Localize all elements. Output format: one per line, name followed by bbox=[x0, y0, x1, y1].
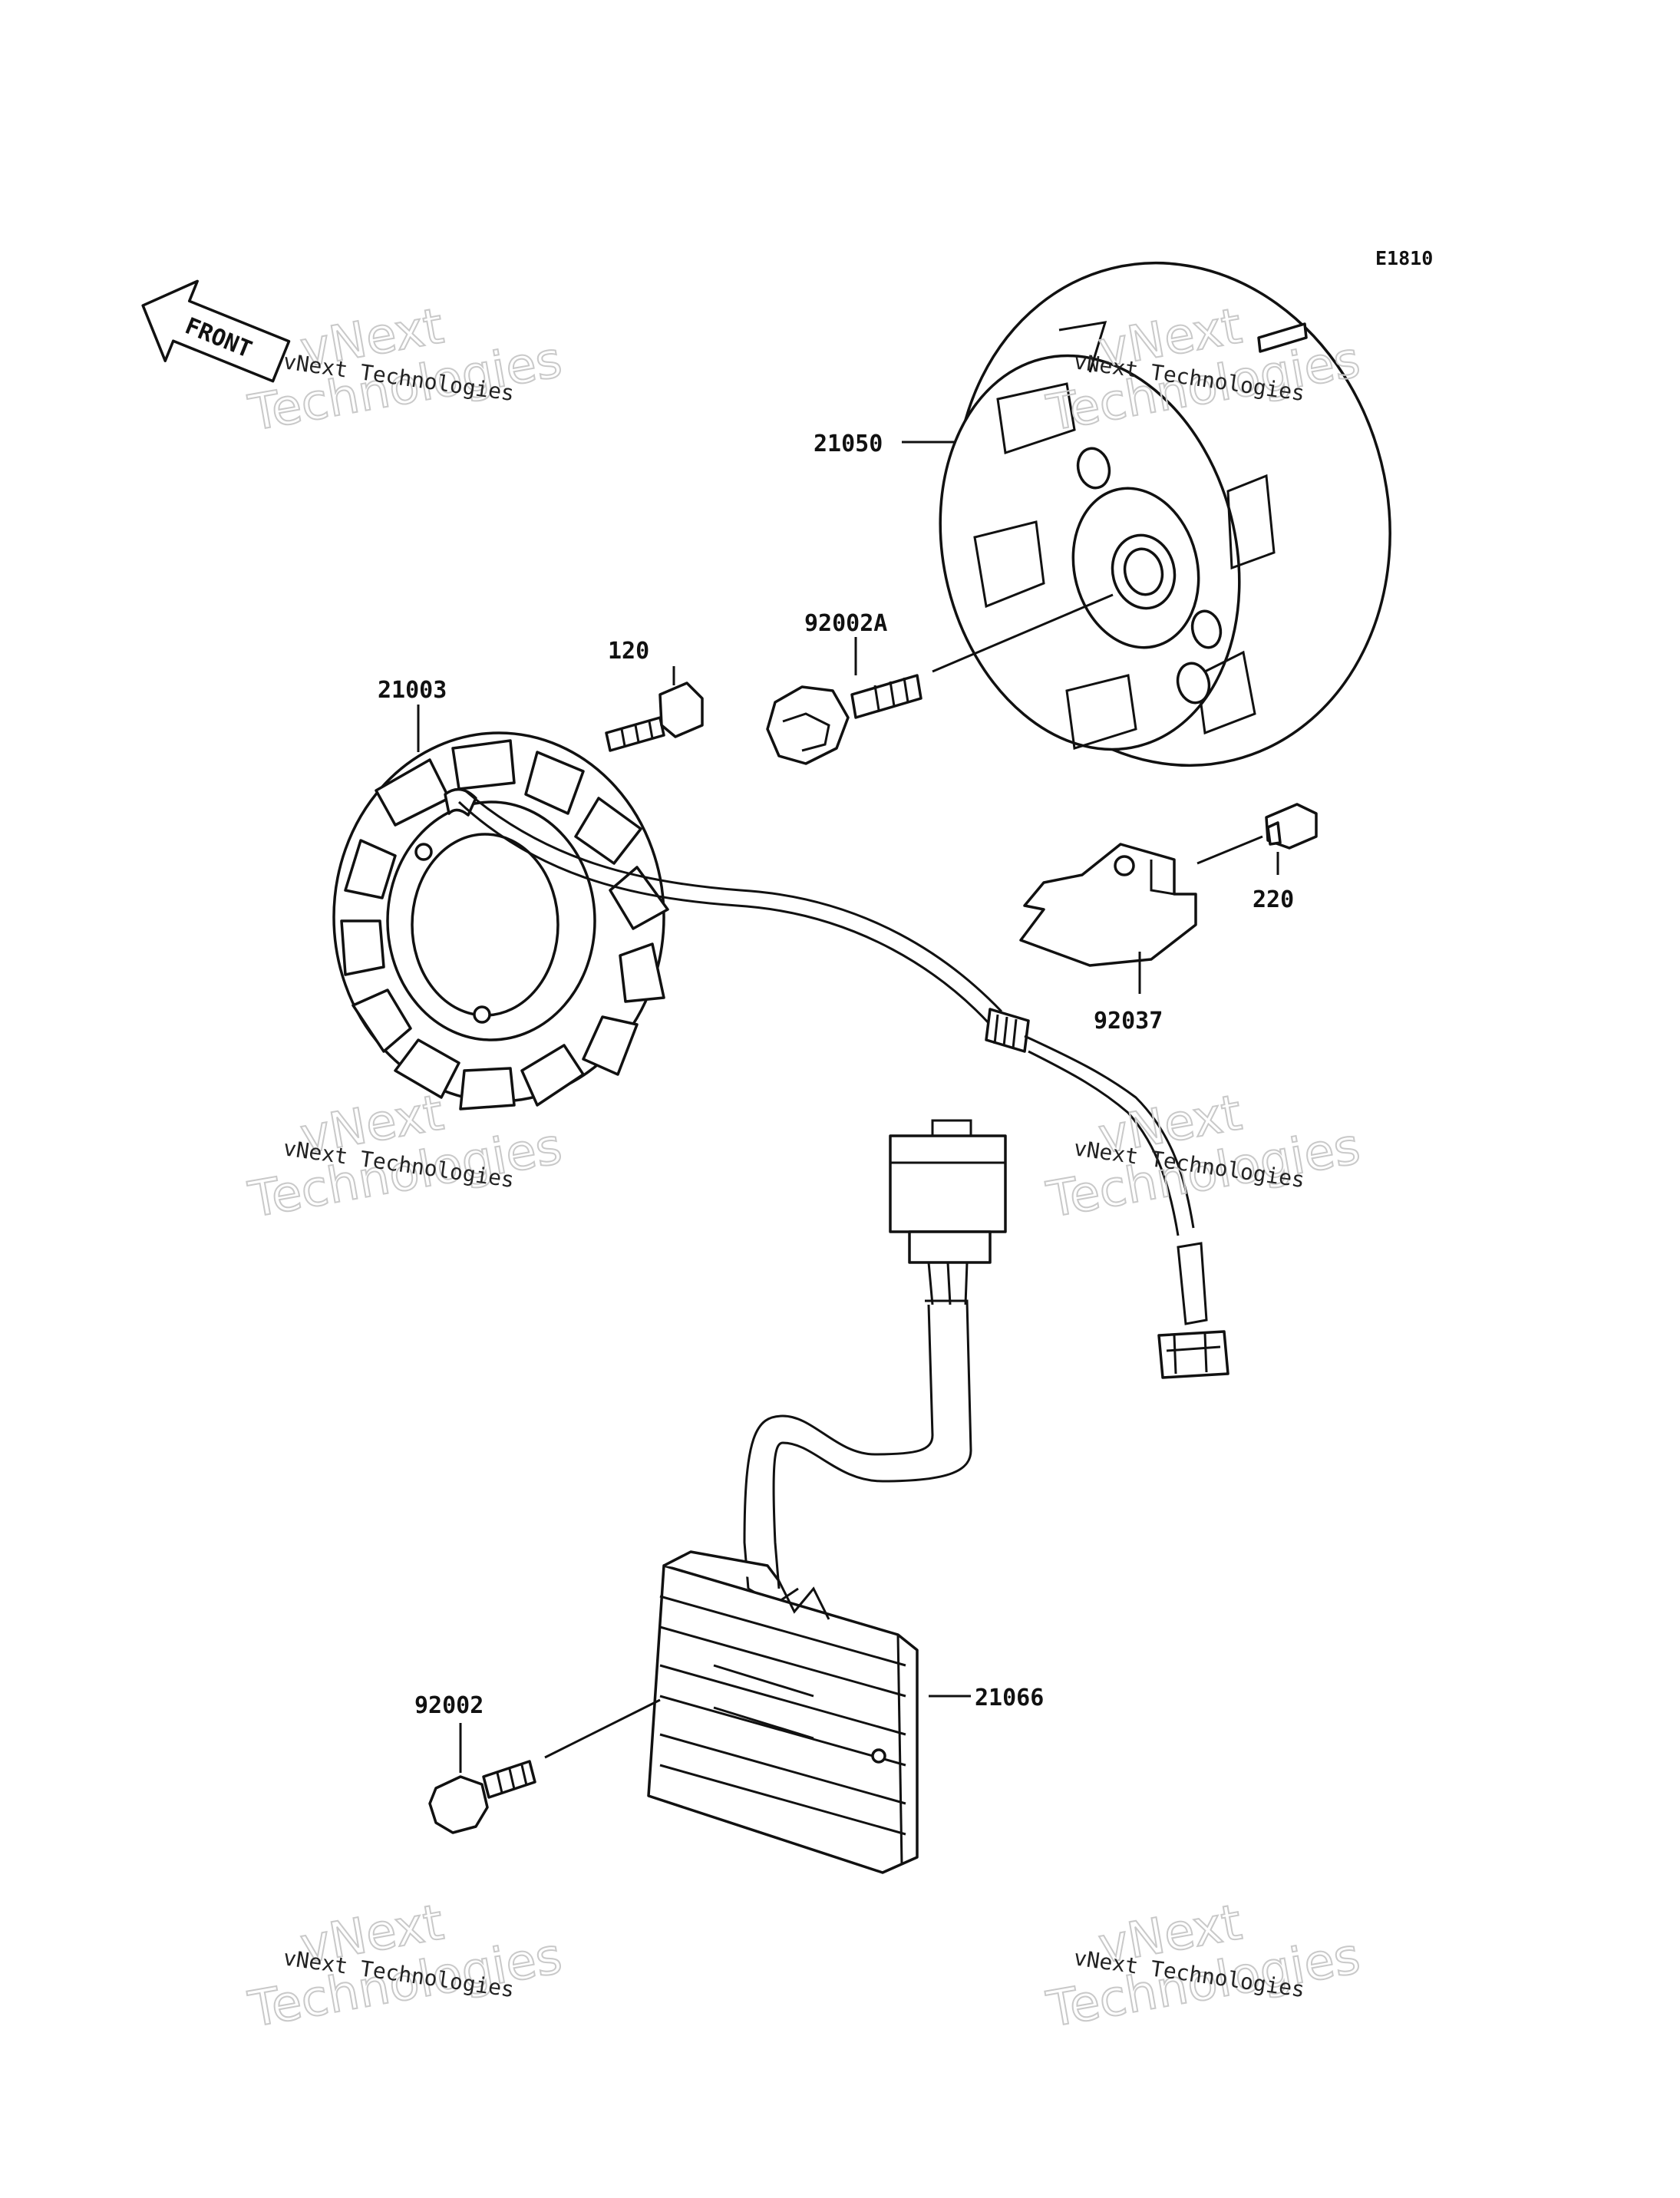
bracket-bolt-part-number: 220 bbox=[1253, 886, 1294, 913]
stator-bolt bbox=[605, 682, 704, 752]
regulator-harness bbox=[743, 1299, 972, 1606]
flywheel-bolt-part-number: 92002A bbox=[804, 610, 887, 637]
flywheel-rotor bbox=[939, 261, 1391, 767]
diagram-code: E1810 bbox=[1375, 247, 1433, 269]
regulator-bolt-line bbox=[544, 1698, 661, 1759]
bracket-part-number: 92037 bbox=[1094, 1008, 1163, 1035]
regulator-part-number: 21066 bbox=[975, 1685, 1044, 1711]
flywheel-part-number: 21050 bbox=[814, 431, 883, 457]
regulator-bolt bbox=[428, 1760, 536, 1834]
stator-harness bbox=[457, 789, 1229, 1379]
stator-bolt-part-number: 120 bbox=[608, 638, 649, 665]
voltage-regulator bbox=[647, 1550, 919, 1874]
harness-bracket bbox=[1019, 843, 1197, 967]
flywheel-bolt-line bbox=[932, 593, 1114, 673]
regulator-connector bbox=[889, 1119, 1007, 1305]
bracket-bolt-line bbox=[1196, 835, 1263, 865]
regulator-bolt-part-number: 92002 bbox=[414, 1692, 484, 1719]
bracket-bolt bbox=[1265, 803, 1318, 850]
stator-coil bbox=[332, 731, 669, 1111]
stator-part-number: 21003 bbox=[378, 677, 447, 704]
front-arrow-icon: FRONT bbox=[141, 279, 291, 383]
flywheel-bolt bbox=[766, 674, 923, 765]
